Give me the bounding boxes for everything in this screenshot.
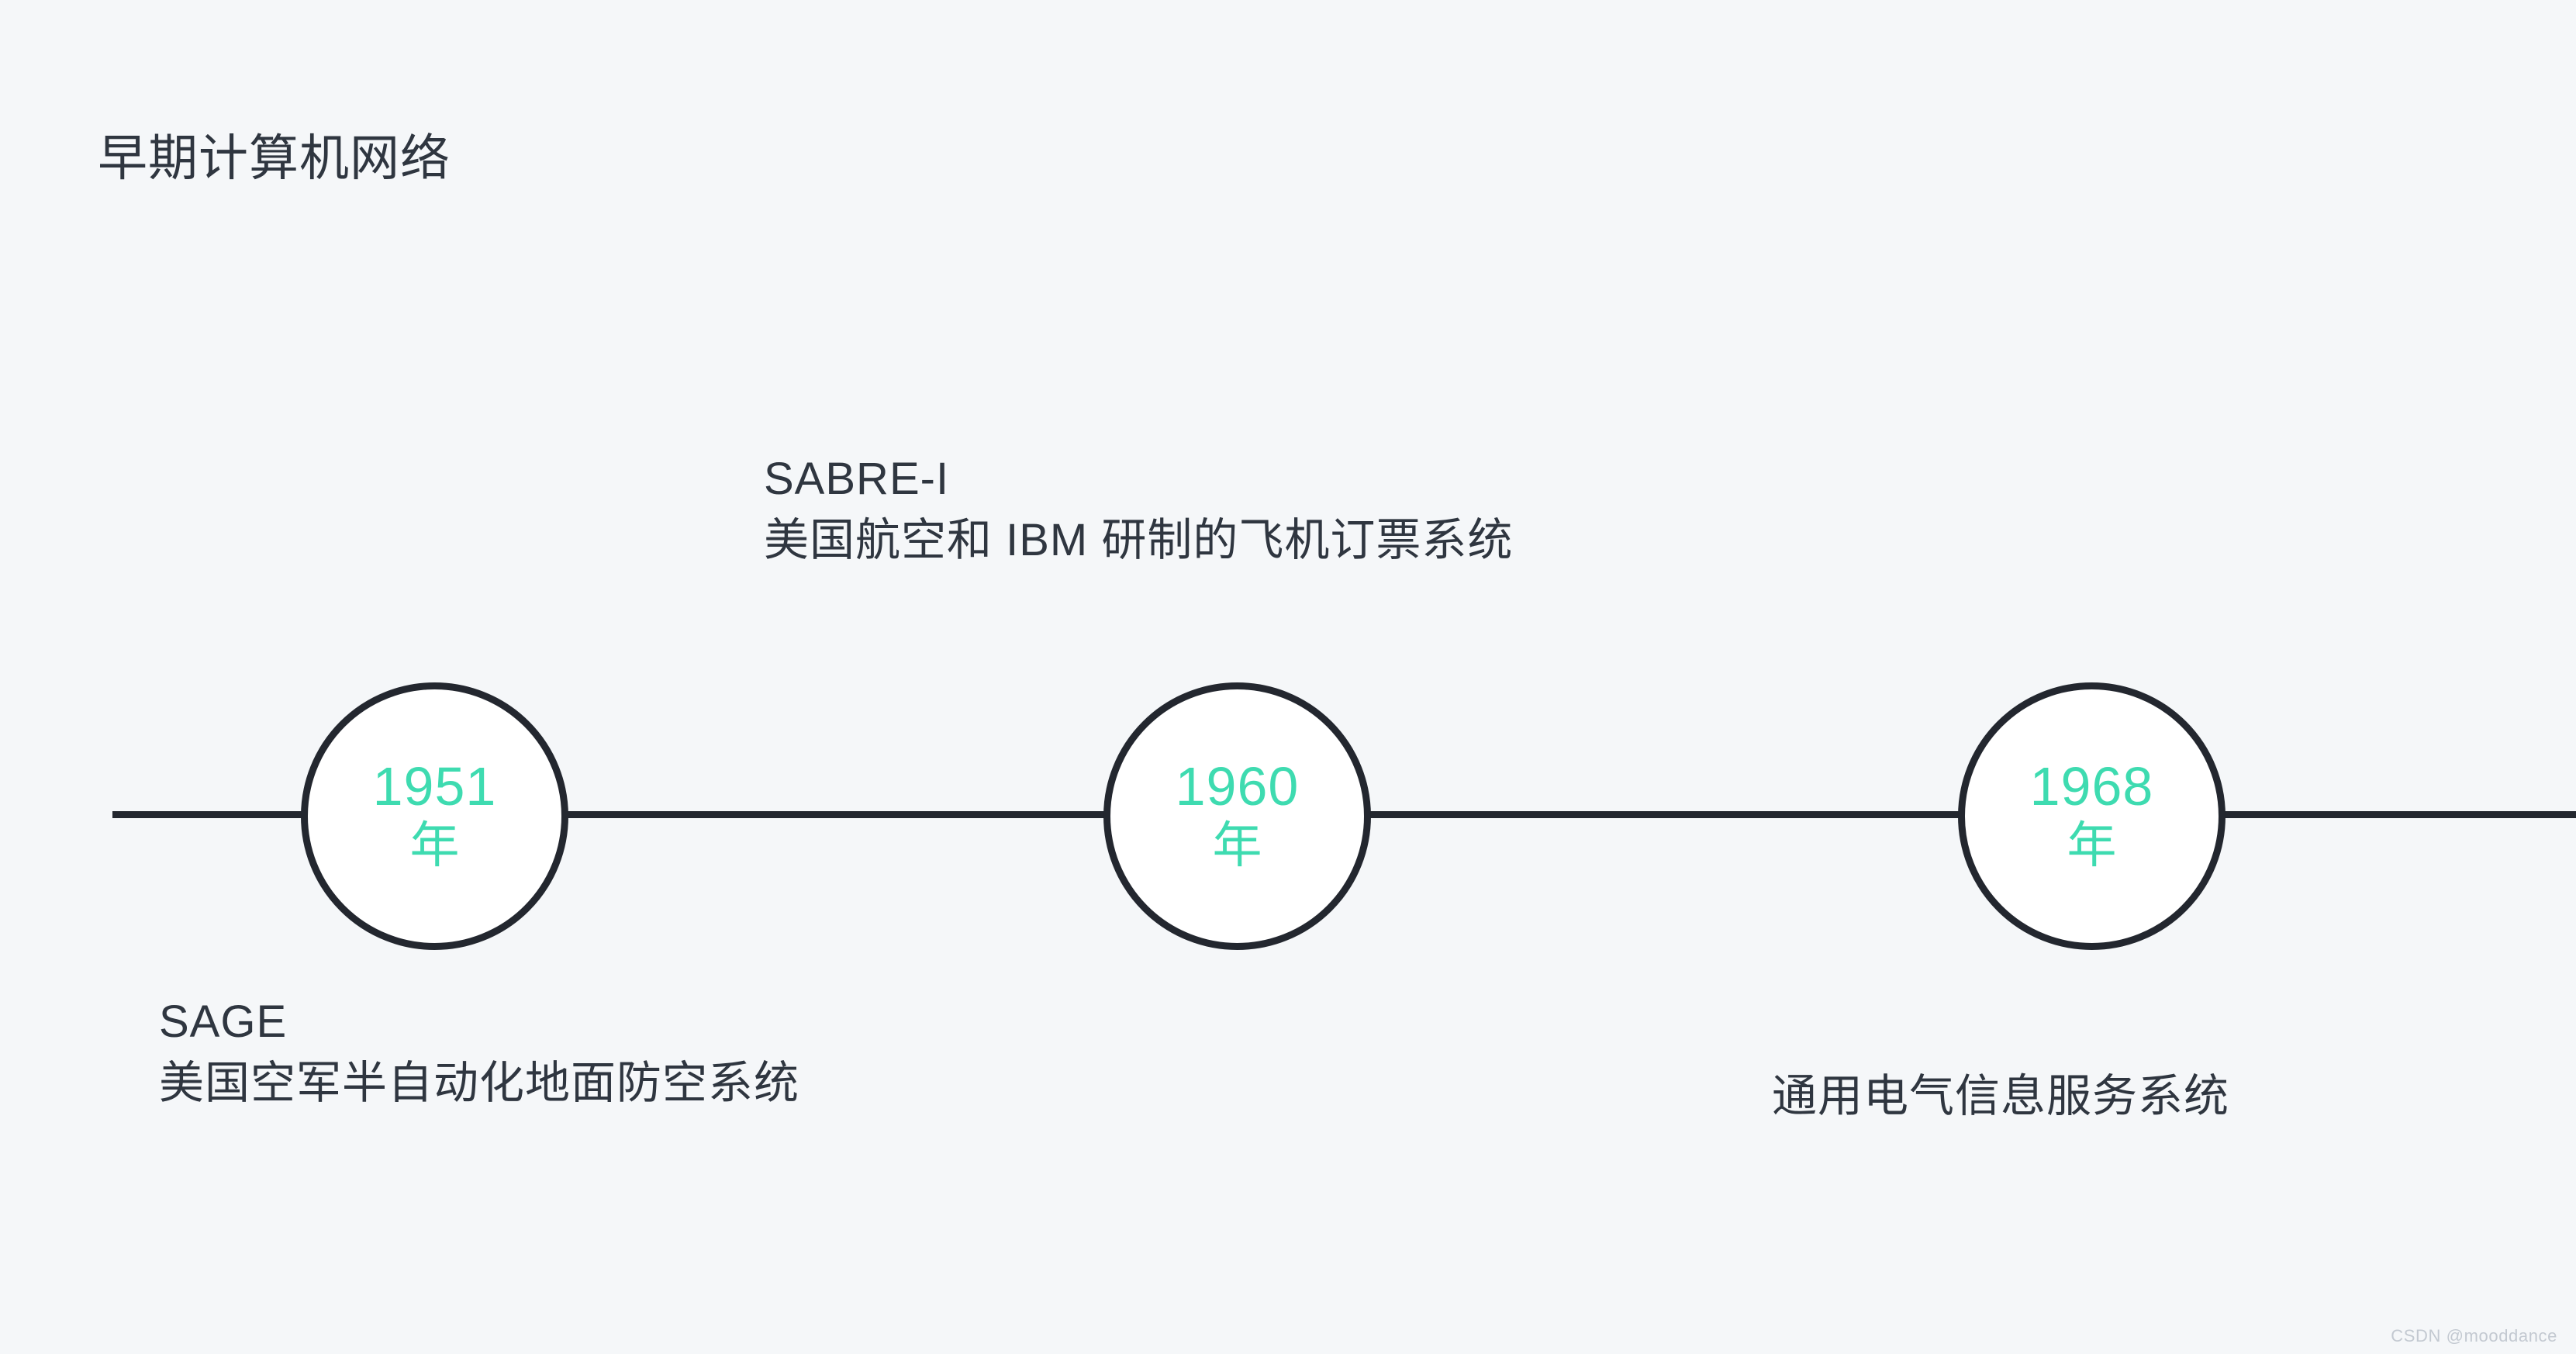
node-year-unit: 年 bbox=[409, 817, 460, 874]
node-year-unit: 年 bbox=[2067, 817, 2117, 874]
timeline-node-1968[interactable]: 1968 年 bbox=[1958, 682, 2226, 950]
node-year-label: 1951 bbox=[372, 756, 497, 817]
timeline-node-1951[interactable]: 1951 年 bbox=[301, 682, 568, 950]
event-block-sabre: SABRE-I 美国航空和 IBM 研制的飞机订票系统 bbox=[764, 454, 1513, 566]
event-description: 美国航空和 IBM 研制的飞机订票系统 bbox=[764, 514, 1514, 565]
watermark: CSDN @mooddance bbox=[2391, 1326, 2557, 1345]
node-year-label: 1960 bbox=[1175, 756, 1300, 817]
event-name: SAGE bbox=[159, 997, 288, 1047]
event-description: 通用电气信息服务系统 bbox=[1772, 1071, 2230, 1121]
node-year-label: 1968 bbox=[2029, 756, 2154, 817]
event-block-ge: 通用电气信息服务系统 bbox=[1772, 1071, 2230, 1122]
event-block-sage: SAGE 美国空军半自动化地面防空系统 bbox=[159, 997, 799, 1109]
event-name: SABRE-I bbox=[764, 454, 950, 504]
node-year-unit: 年 bbox=[1212, 817, 1262, 874]
timeline-node-1960[interactable]: 1960 年 bbox=[1103, 682, 1371, 950]
page-title: 早期计算机网络 bbox=[98, 130, 451, 186]
event-description: 美国空军半自动化地面防空系统 bbox=[159, 1057, 800, 1108]
